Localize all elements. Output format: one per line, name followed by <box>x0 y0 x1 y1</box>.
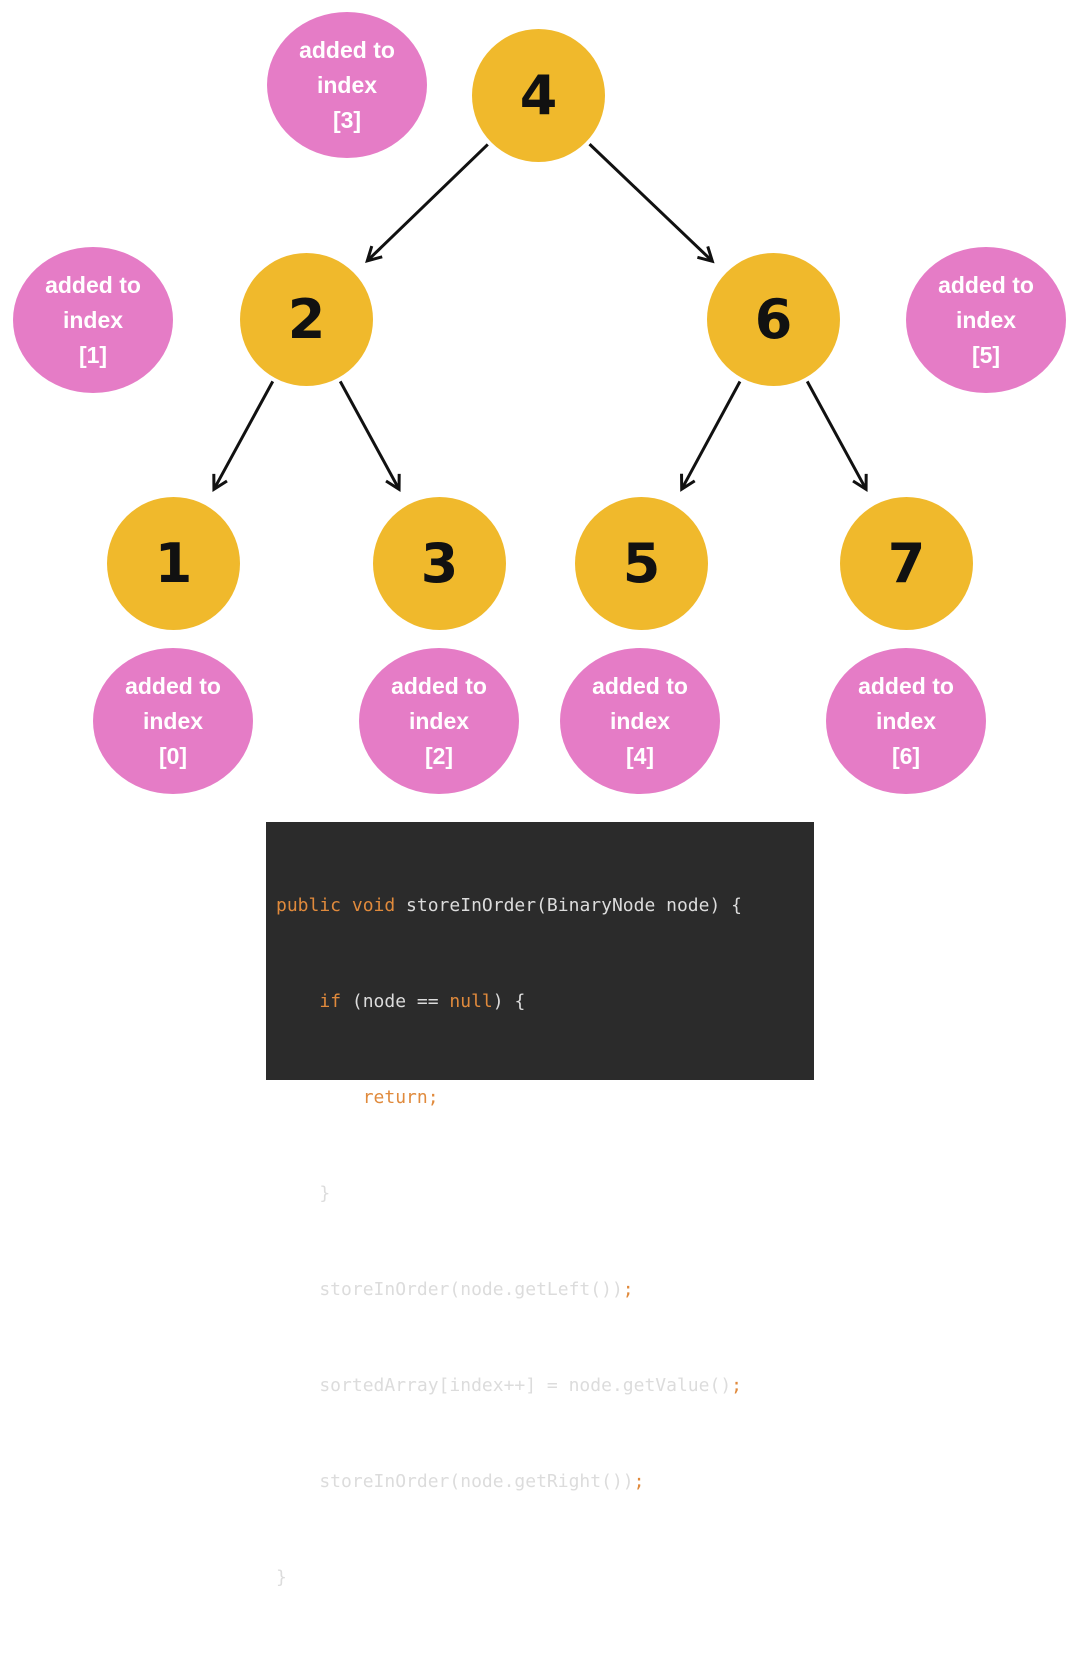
code-line: storeInOrder(node.getLeft()); <box>276 1274 814 1306</box>
code-text <box>276 1087 363 1108</box>
bubble-line: [5] <box>971 341 1001 368</box>
edge-n6-n5 <box>682 380 742 490</box>
code-keyword: ; <box>633 1471 645 1492</box>
index-bubble-2: added to index [2] <box>359 648 519 794</box>
tree-node-4: 4 <box>472 29 605 162</box>
code-line: return; <box>276 1082 814 1114</box>
code-keyword: null <box>449 991 493 1012</box>
node-value: 4 <box>519 64 558 127</box>
index-bubble-3: added to index [3] <box>267 12 427 158</box>
edge-n4-n6 <box>588 143 713 261</box>
bubble-line: index <box>316 71 378 98</box>
edge-n2-n3 <box>338 380 399 489</box>
bubble-line: [3] <box>332 106 362 133</box>
edge-n4-n2 <box>367 143 489 260</box>
code-line: sortedArray[index++] = node.getValue(); <box>276 1370 814 1402</box>
node-value: 7 <box>887 532 926 595</box>
index-bubble-0: added to index [0] <box>93 648 253 794</box>
tree-node-3: 3 <box>373 497 506 630</box>
tree-node-1: 1 <box>107 497 240 630</box>
bubble-line: added to <box>299 36 395 63</box>
tree-node-5: 5 <box>575 497 708 630</box>
code-text: storeInOrder(node.getRight()) <box>276 1471 634 1492</box>
code-text: storeInOrder(node.getLeft()) <box>276 1279 623 1300</box>
code-text <box>276 991 319 1012</box>
bubble-line: added to <box>45 271 141 298</box>
code-line: } <box>276 1178 814 1210</box>
bubble-line: added to <box>858 672 954 699</box>
code-line: storeInOrder(node.getRight()); <box>276 1466 814 1498</box>
node-value: 1 <box>154 532 193 595</box>
code-line: public void storeInOrder(BinaryNode node… <box>276 890 814 922</box>
code-text: ) { <box>492 991 526 1012</box>
tree-edges <box>0 143 1080 1080</box>
index-bubble-6: added to index [6] <box>826 648 986 794</box>
code-line: } <box>276 1562 814 1594</box>
bubble-line: added to <box>125 672 221 699</box>
node-value: 3 <box>420 532 459 595</box>
code-keyword: public void <box>276 895 407 916</box>
code-keyword: return; <box>362 1087 439 1108</box>
bubble-line: added to <box>391 672 487 699</box>
tree-diagram: 4 2 6 1 3 5 7 added to index [3] added t… <box>0 12 1080 1588</box>
code-text: } <box>276 1567 287 1588</box>
index-bubble-4: added to index [4] <box>560 648 720 794</box>
code-text: sortedArray[index++] = node.getValue() <box>276 1375 732 1396</box>
code-snippet: public void storeInOrder(BinaryNode node… <box>266 822 814 1588</box>
node-value: 5 <box>622 532 661 595</box>
node-value: 6 <box>754 288 793 351</box>
code-text: (node == <box>341 991 450 1012</box>
bubble-line: index <box>408 707 470 734</box>
code-text: } <box>276 1183 331 1204</box>
edge-n2-n1 <box>214 380 275 489</box>
code-keyword: ; <box>622 1279 634 1300</box>
index-bubble-1: added to index [1] <box>13 247 173 393</box>
bubble-line: [0] <box>158 742 188 769</box>
bubble-line: added to <box>938 271 1034 298</box>
bubble-line: [1] <box>78 341 108 368</box>
bubble-line: index <box>609 707 671 734</box>
bubble-line: [2] <box>424 742 454 769</box>
bubble-line: [4] <box>625 742 655 769</box>
bubble-line: added to <box>592 672 688 699</box>
code-text: storeInOrder(BinaryNode node) { <box>406 895 742 916</box>
code-line: if (node == null) { <box>276 986 814 1018</box>
node-value: 2 <box>287 288 326 351</box>
bubble-line: index <box>62 306 124 333</box>
tree-node-2: 2 <box>240 253 373 386</box>
bubble-line: index <box>955 306 1017 333</box>
bubble-line: index <box>875 707 937 734</box>
tree-node-6: 6 <box>707 253 840 386</box>
bubble-line: index <box>142 707 204 734</box>
code-keyword: ; <box>731 1375 742 1396</box>
tree-node-7: 7 <box>840 497 973 630</box>
code-keyword: if <box>319 991 342 1012</box>
index-bubble-5: added to index [5] <box>906 247 1066 393</box>
edge-n6-n7 <box>805 380 866 489</box>
bubble-line: [6] <box>891 742 921 769</box>
